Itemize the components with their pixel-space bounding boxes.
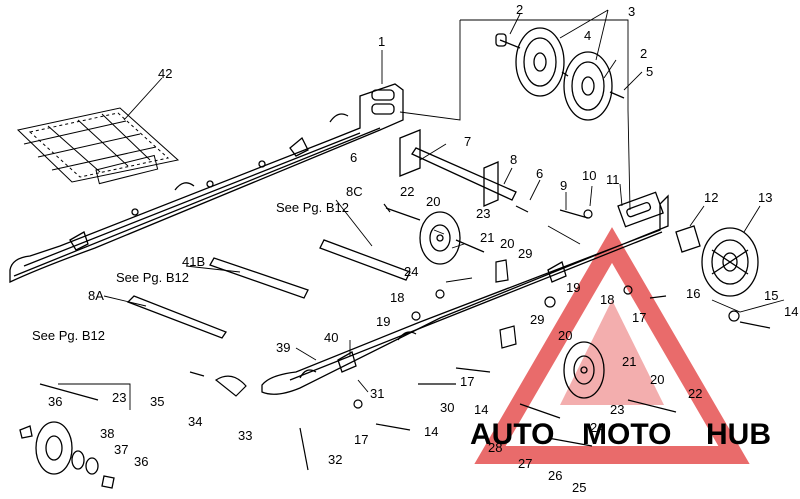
callout-label: 20 <box>426 194 440 209</box>
callout-label: 23 <box>610 402 624 417</box>
callout-label: 6 <box>350 150 357 165</box>
ref-8c-text: See Pg. B12 <box>276 200 349 215</box>
callout-label: 32 <box>328 452 342 467</box>
callout-label: 1 <box>378 34 385 49</box>
slide-plate-grid <box>16 107 180 185</box>
callout-label: 9 <box>560 178 567 193</box>
callout-label: 35 <box>150 394 164 409</box>
callout-label: 23 <box>112 390 126 405</box>
ref-41b-number: 41B <box>182 254 205 269</box>
callout-label: 20 <box>500 236 514 251</box>
callout-label: 34 <box>188 414 202 429</box>
callout-label: 16 <box>686 286 700 301</box>
callout-label: 31 <box>370 386 384 401</box>
bolts-hardware <box>189 203 771 471</box>
callout-label: 21 <box>480 230 494 245</box>
rear-wheel <box>675 225 759 297</box>
callout-label: 14 <box>784 304 798 319</box>
callout-label: 28 <box>488 440 502 455</box>
callout-label: 25 <box>572 480 586 494</box>
callout-label: 26 <box>548 468 562 483</box>
callout-label: 21 <box>622 354 636 369</box>
callout-label: 38 <box>100 426 114 441</box>
callout-label: 12 <box>704 190 718 205</box>
ref-8c-number: 8C <box>346 184 363 199</box>
callout-label: 39 <box>276 340 290 355</box>
left-rail <box>9 83 404 284</box>
right-rail <box>261 191 669 395</box>
callout-label: 23 <box>476 206 490 221</box>
callout-label: 37 <box>114 442 128 457</box>
callout-label: 20 <box>558 328 572 343</box>
callout-label: 18 <box>600 292 614 307</box>
callout-label: 24 <box>404 264 418 279</box>
callout-label: 17 <box>632 310 646 325</box>
callout-label: 17 <box>460 374 474 389</box>
callout-label: 29 <box>518 246 532 261</box>
callout-label: 18 <box>390 290 404 305</box>
callout-label: 6 <box>536 166 543 181</box>
callout-label: 33 <box>238 428 252 443</box>
callout-label: 7 <box>464 134 471 149</box>
callout-label: 20 <box>650 372 664 387</box>
callout-label: 36 <box>48 394 62 409</box>
watermark-logo: AUTO MOTO HUB <box>470 418 771 451</box>
callout-label: 4 <box>584 28 591 43</box>
callout-label: 5 <box>646 64 653 79</box>
detail-wheel <box>19 383 115 489</box>
page-references: 8C See Pg. B12 41B See Pg. B12 8A See Pg… <box>32 184 363 343</box>
callout-label: 11 <box>606 172 620 187</box>
ref-8a-number: 8A <box>88 288 104 303</box>
callout-label: 27 <box>518 456 532 471</box>
callout-label: 14 <box>474 402 488 417</box>
ref-41b-text: See Pg. B12 <box>116 270 189 285</box>
callout-label: 19 <box>376 314 390 329</box>
callout-label: 3 <box>628 4 635 19</box>
callout-label: 19 <box>566 280 580 295</box>
watermark-part-moto: MOTO <box>582 418 671 451</box>
callout-label: 42 <box>158 66 172 81</box>
callout-label: 24 <box>590 420 604 435</box>
callout-label: 15 <box>764 288 778 303</box>
ref-8a-text: See Pg. B12 <box>32 328 105 343</box>
leader-lines <box>58 9 785 410</box>
callout-label: 17 <box>354 432 368 447</box>
lower-wheel <box>563 341 605 399</box>
callout-label: 29 <box>530 312 544 327</box>
watermark-part-auto: AUTO <box>470 418 554 451</box>
callout-label: 40 <box>324 330 338 345</box>
callout-label: 2 <box>640 46 647 61</box>
callout-label: 30 <box>440 400 454 415</box>
cross-shafts <box>126 129 517 339</box>
upper-idler-wheels <box>495 27 625 121</box>
callout-label: 14 <box>424 424 438 439</box>
watermark-part-hub: HUB <box>706 418 771 451</box>
middle-wheel <box>419 211 485 265</box>
callout-label: 22 <box>400 184 414 199</box>
callout-numbers: 1 2 2 3 4 5 6 7 8 6 9 10 11 12 13 14 15 … <box>48 2 798 495</box>
callout-label: 2 <box>516 2 523 17</box>
callout-label: 8 <box>510 152 517 167</box>
watermark-triangle-icon <box>474 227 750 464</box>
callout-label: 10 <box>582 168 596 183</box>
callout-label: 22 <box>688 386 702 401</box>
callout-label: 36 <box>134 454 148 469</box>
callout-label: 13 <box>758 190 772 205</box>
